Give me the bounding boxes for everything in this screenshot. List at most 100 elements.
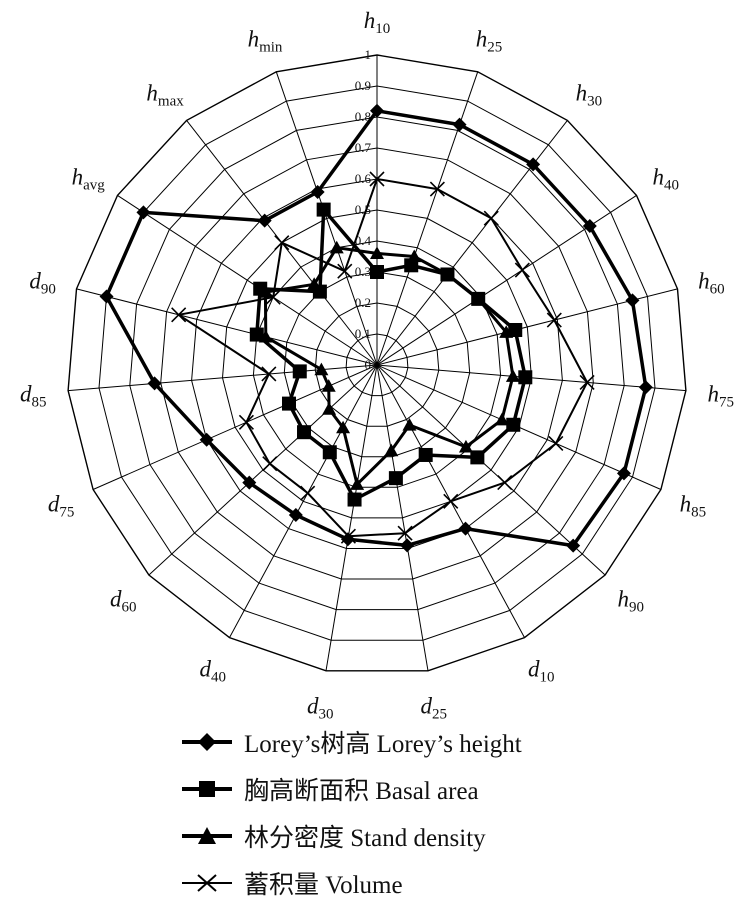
axis-label: d75 bbox=[48, 492, 75, 521]
legend-label: 胸高断面积 Basal area bbox=[244, 777, 479, 805]
data-point bbox=[337, 263, 353, 279]
data-point bbox=[506, 417, 521, 432]
tick-label: 0.8 bbox=[355, 109, 371, 124]
data-point bbox=[99, 289, 114, 304]
data-point bbox=[314, 362, 329, 376]
data-point bbox=[292, 364, 307, 379]
radar-tick-labels: 00.10.20.30.40.50.60.70.80.91 bbox=[355, 47, 372, 372]
data-point bbox=[321, 379, 336, 392]
grid-ring bbox=[160, 147, 594, 580]
data-point bbox=[402, 417, 417, 431]
data-point bbox=[199, 432, 214, 447]
data-point bbox=[136, 205, 151, 220]
tick-label: 0.4 bbox=[355, 233, 372, 248]
data-point bbox=[526, 157, 541, 172]
data-point bbox=[497, 475, 513, 491]
data-point bbox=[471, 291, 486, 305]
data-point bbox=[274, 235, 290, 251]
data-point bbox=[440, 267, 455, 281]
grid-spoke bbox=[275, 71, 378, 366]
axis-label: hmax bbox=[146, 81, 184, 110]
data-point bbox=[322, 402, 337, 415]
data-point bbox=[258, 329, 273, 343]
grid-spoke bbox=[376, 364, 429, 671]
data-point bbox=[300, 485, 316, 501]
data-point bbox=[340, 528, 356, 544]
grid-spoke bbox=[376, 71, 479, 366]
data-point bbox=[458, 439, 473, 453]
data-point bbox=[418, 447, 433, 462]
data-point bbox=[322, 445, 337, 460]
axis-label: h75 bbox=[708, 382, 735, 411]
legend-label: Lorey’s树高 Lorey’s height bbox=[244, 730, 522, 758]
data-point bbox=[350, 477, 365, 490]
grid-spoke bbox=[376, 364, 606, 576]
grid-spoke bbox=[376, 120, 568, 366]
grid-ring bbox=[221, 209, 533, 519]
triangle-marker-icon bbox=[182, 826, 232, 844]
series-line bbox=[104, 109, 648, 548]
data-point bbox=[638, 380, 653, 395]
data-point bbox=[336, 420, 351, 434]
grid-ring bbox=[191, 178, 563, 549]
data-point bbox=[470, 450, 485, 465]
data-point bbox=[400, 538, 415, 553]
grid-ring bbox=[314, 302, 440, 427]
legend-label: 蓄积量 Volume bbox=[244, 871, 403, 899]
tick-label: 0 bbox=[365, 357, 372, 372]
data-point bbox=[370, 265, 384, 279]
axis-label: h10 bbox=[364, 8, 391, 37]
x-marker-icon bbox=[182, 873, 232, 892]
axis-label: h30 bbox=[576, 81, 603, 110]
data-point bbox=[257, 213, 272, 228]
square-marker-icon bbox=[182, 780, 232, 797]
axis-label: h25 bbox=[476, 27, 503, 56]
data-point bbox=[288, 507, 303, 522]
legend: Lorey’s树高 Lorey’s height 胸高断面积 Basal are… bbox=[180, 718, 700, 906]
data-point bbox=[508, 322, 523, 337]
data-point bbox=[625, 293, 640, 308]
tick-label: 0.1 bbox=[355, 326, 371, 341]
axis-label: d60 bbox=[110, 587, 137, 616]
data-point bbox=[616, 466, 631, 481]
data-point bbox=[261, 366, 277, 382]
tick-label: 0.7 bbox=[355, 140, 372, 155]
data-point bbox=[369, 171, 385, 187]
data-point bbox=[262, 456, 278, 472]
axis-label: d25 bbox=[421, 693, 448, 722]
axis-label: h60 bbox=[698, 268, 725, 297]
radar-series bbox=[99, 103, 653, 553]
data-point bbox=[307, 277, 322, 290]
data-point bbox=[566, 538, 581, 553]
radar-grid bbox=[67, 54, 687, 672]
grid-ring bbox=[345, 333, 409, 397]
data-point bbox=[494, 412, 509, 426]
data-point bbox=[579, 374, 595, 390]
axis-label: d40 bbox=[200, 656, 227, 685]
data-point bbox=[242, 475, 257, 490]
data-point bbox=[452, 117, 467, 132]
tick-label: 0.9 bbox=[355, 78, 371, 93]
tick-label: 1 bbox=[365, 47, 372, 62]
data-point bbox=[407, 249, 422, 263]
axis-label: d10 bbox=[528, 656, 555, 685]
tick-label: 0.2 bbox=[355, 295, 371, 310]
data-point bbox=[310, 185, 325, 200]
series-diamond bbox=[99, 103, 653, 553]
data-point bbox=[316, 202, 331, 217]
data-point bbox=[384, 443, 399, 457]
data-point bbox=[249, 327, 264, 342]
data-point bbox=[265, 289, 281, 305]
legend-item-basal-area: 胸高断面积 Basal area bbox=[180, 765, 700, 812]
grid-spoke bbox=[68, 364, 378, 392]
grid-spoke bbox=[92, 364, 378, 490]
data-point bbox=[458, 521, 473, 536]
data-point bbox=[281, 396, 296, 411]
legend-label: 林分密度 Stand density bbox=[244, 824, 486, 852]
axis-label: d30 bbox=[307, 693, 334, 722]
data-point bbox=[548, 435, 564, 452]
data-point bbox=[258, 285, 273, 298]
axis-label: havg bbox=[72, 164, 106, 193]
